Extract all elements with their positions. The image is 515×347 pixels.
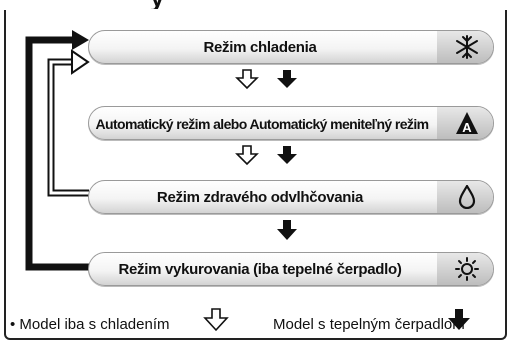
- diagram-frame: [4, 10, 507, 340]
- mode-heating-pill: Režim vykurovania (iba tepelné čerpadlo): [88, 252, 494, 286]
- mode-auto-pill: Automatický režim alebo Automatický meni…: [88, 106, 494, 140]
- header-title: y: [150, 0, 164, 9]
- legend-cooling-only: • Model iba s chladením: [10, 316, 170, 333]
- down-arrows-row-3: [277, 220, 297, 240]
- snowflake-icon: [456, 35, 478, 59]
- header-fragment: y: [150, 0, 370, 9]
- svg-text:A: A: [462, 120, 472, 135]
- mode-cooling-pill: Režim chladenia: [88, 30, 494, 64]
- sun-icon: [455, 257, 479, 281]
- cooling-loop-arrowhead: [71, 49, 90, 75]
- solid-down-arrow: [277, 70, 297, 88]
- mode-dehumidify-pill: Režim zdravého odvlhčovania: [88, 180, 494, 214]
- hollow-down-arrow: [235, 69, 259, 90]
- solid-down-arrow: [277, 220, 297, 240]
- mode-cooling-label: Režim chladenia: [203, 39, 317, 56]
- heat-pump-loop-line: [25, 36, 89, 271]
- legend-hollow-arrow-icon: [203, 308, 229, 332]
- cooling-loop-line: [47, 58, 89, 197]
- hollow-down-arrow: [235, 145, 259, 166]
- mode-heating-label: Režim vykurovania (iba tepelné čerpadlo): [118, 261, 402, 278]
- auto-mode-icon: A: [456, 112, 478, 135]
- legend-solid-arrow-icon: [448, 309, 470, 330]
- down-arrows-row-1: [235, 69, 297, 90]
- mode-dehumidify-label: Režim zdravého odvlhčovania: [156, 189, 364, 206]
- solid-down-arrow: [277, 146, 297, 164]
- heat-pump-loop-arrowhead: [72, 30, 89, 50]
- droplet-icon: [458, 185, 476, 209]
- legend-heat-pump: Model s tepelným čerpadlom: [273, 316, 465, 333]
- down-arrows-row-2: [235, 145, 297, 166]
- mode-auto-label: Automatický režim alebo Automatický meni…: [95, 116, 430, 132]
